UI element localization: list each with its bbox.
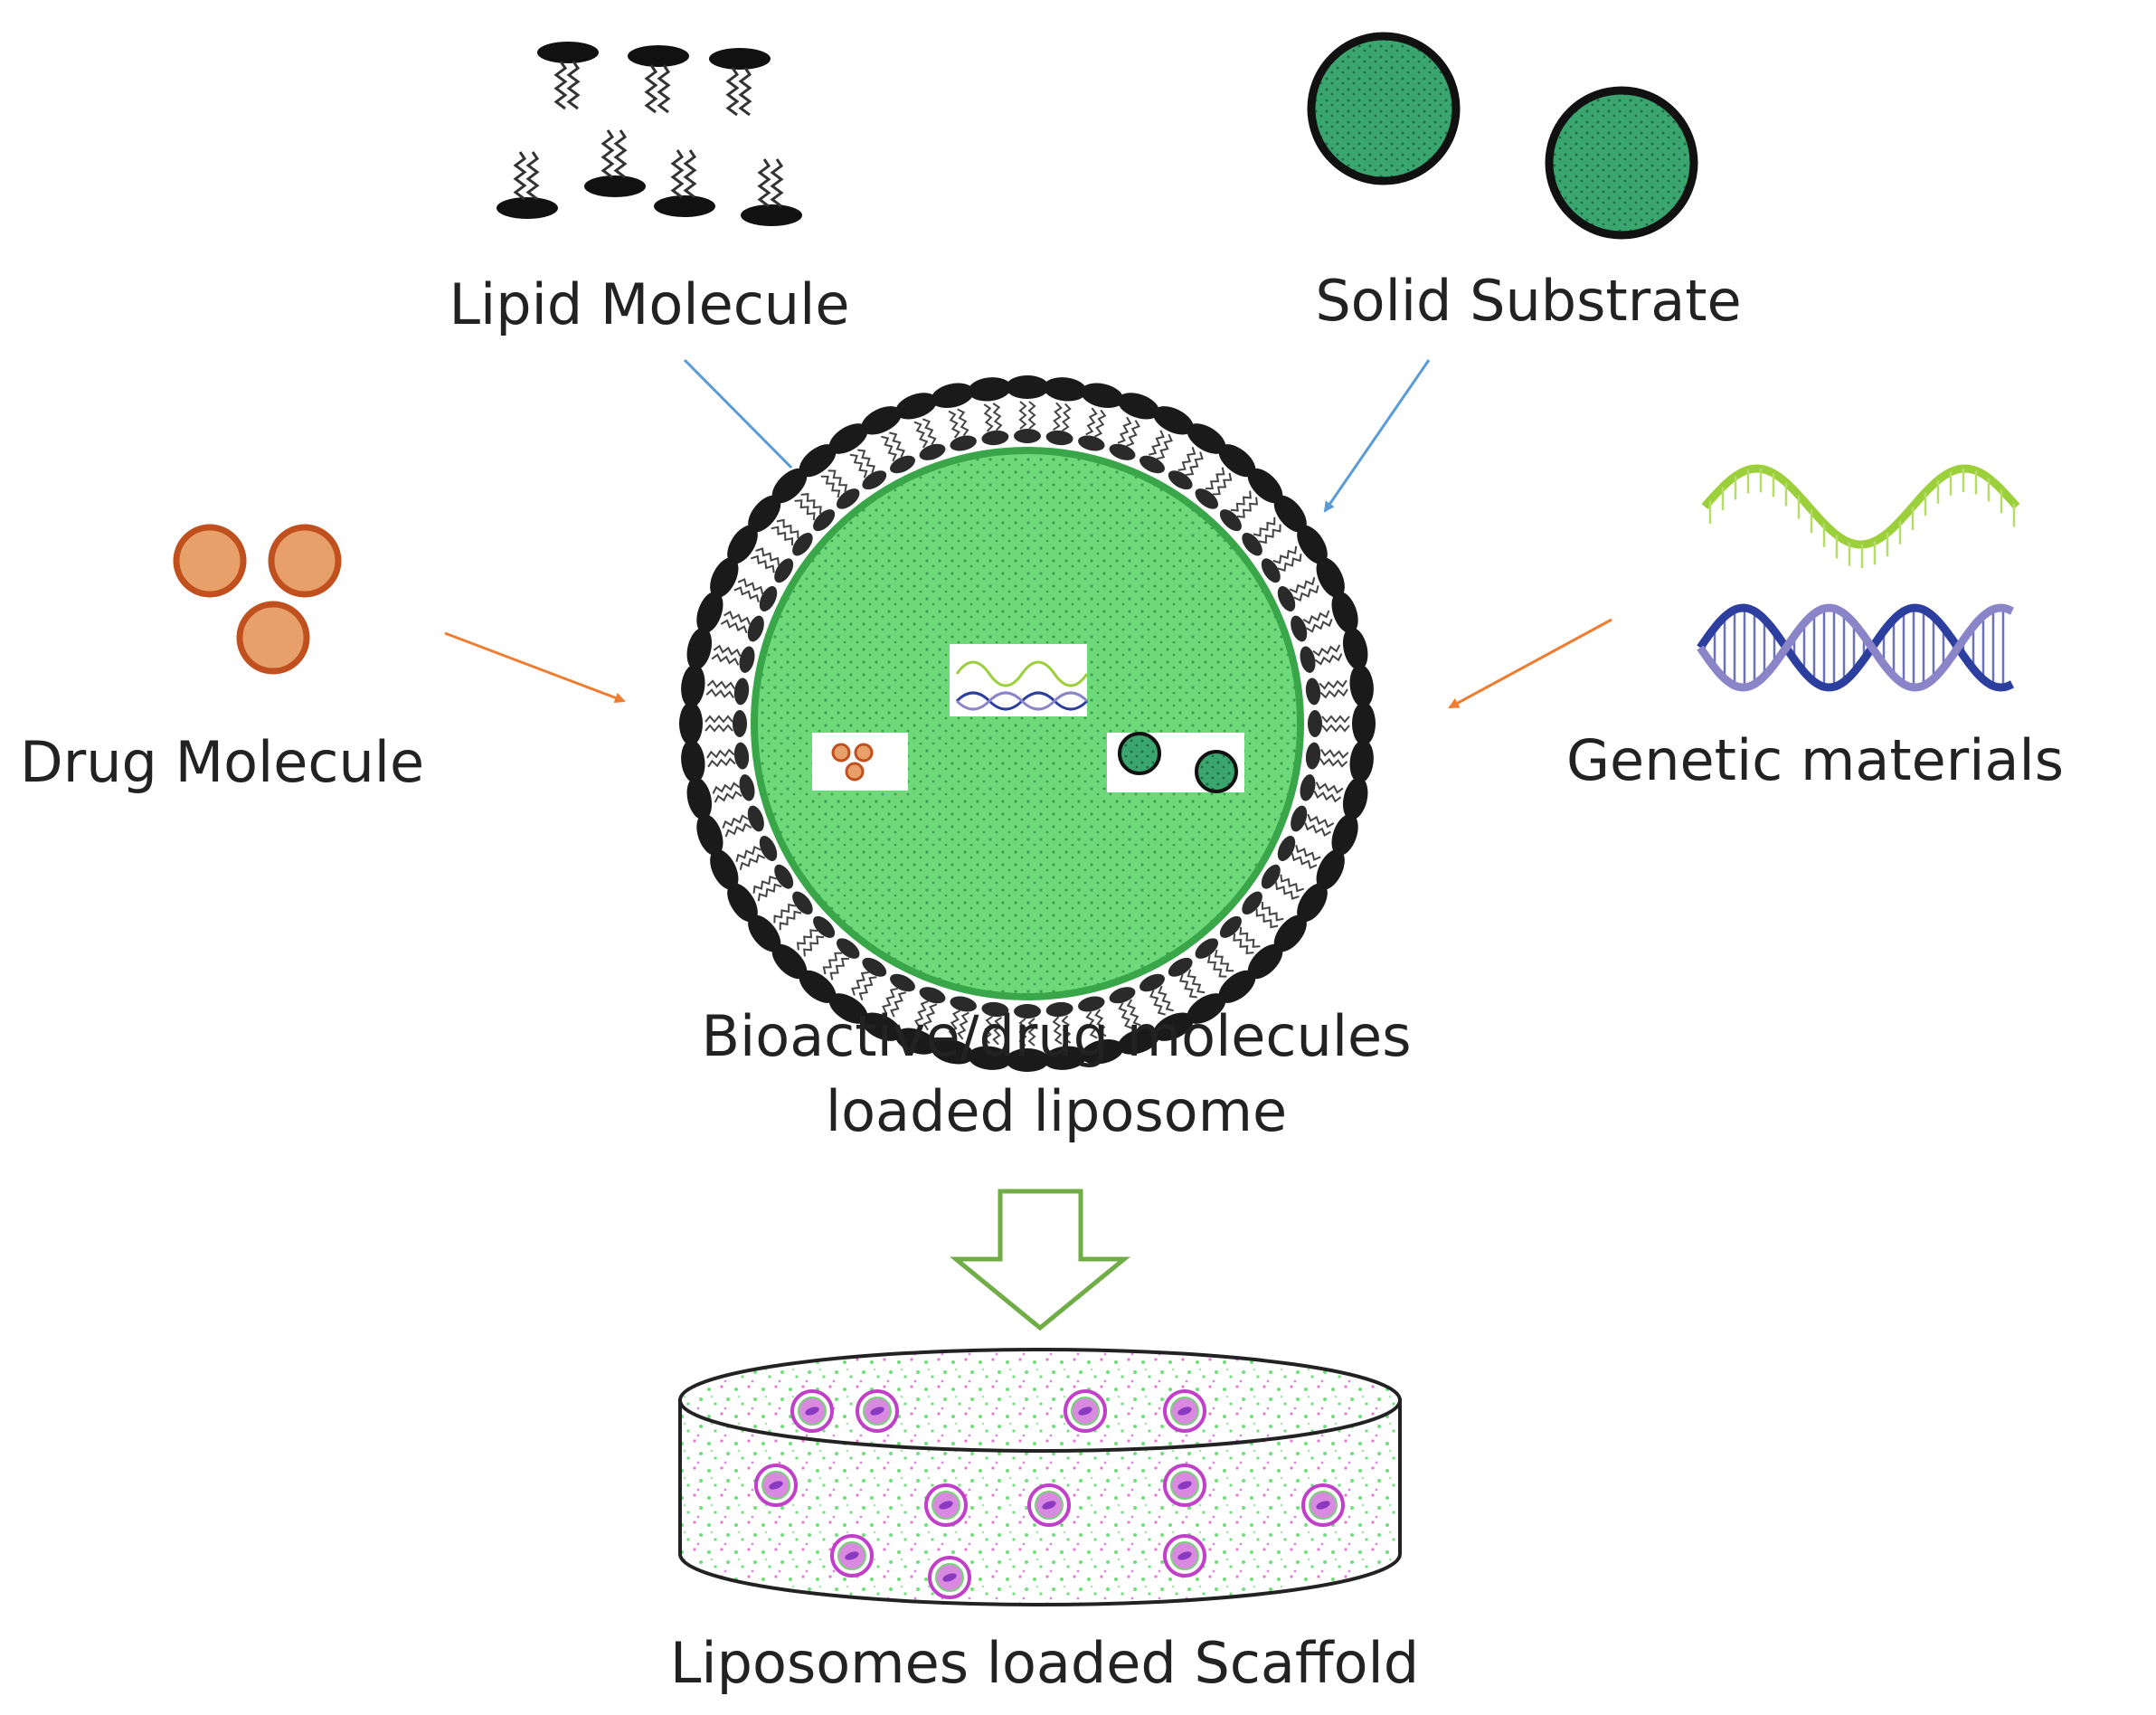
- rna-strand-icon: [1701, 464, 2020, 568]
- liposome-inset-drug: [812, 733, 908, 791]
- label-solid-substrate: Solid Substrate: [1315, 268, 1742, 334]
- drug-particle-icon: [173, 524, 342, 675]
- lipid-molecule-icon: [496, 42, 802, 226]
- label-scaffold: Liposomes loaded Scaffold: [669, 1630, 1420, 1696]
- label-lipid-molecule: Lipid Molecule: [449, 271, 850, 337]
- solid-particle-icon: [1307, 32, 1698, 240]
- arrow-lipid-to-liposome: [683, 358, 809, 486]
- hollow-down-arrow: [949, 1189, 1131, 1331]
- dna-helix-icon: [1697, 603, 2015, 692]
- arrow-solid-to-liposome: [1323, 359, 1431, 513]
- scaffold-icon: [678, 1348, 1402, 1606]
- arrow-drug-to-liposome: [444, 631, 626, 704]
- arrow-genetic-to-liposome: [1448, 618, 1612, 709]
- label-genetic-materials: Genetic materials: [1566, 727, 2065, 793]
- liposome-icon: [679, 375, 1376, 1072]
- label-liposome-line2: loaded liposome: [825, 1078, 1288, 1144]
- label-drug-molecule: Drug Molecule: [20, 729, 425, 795]
- label-liposome-line1: Bioactive/drug molecules: [701, 1003, 1412, 1069]
